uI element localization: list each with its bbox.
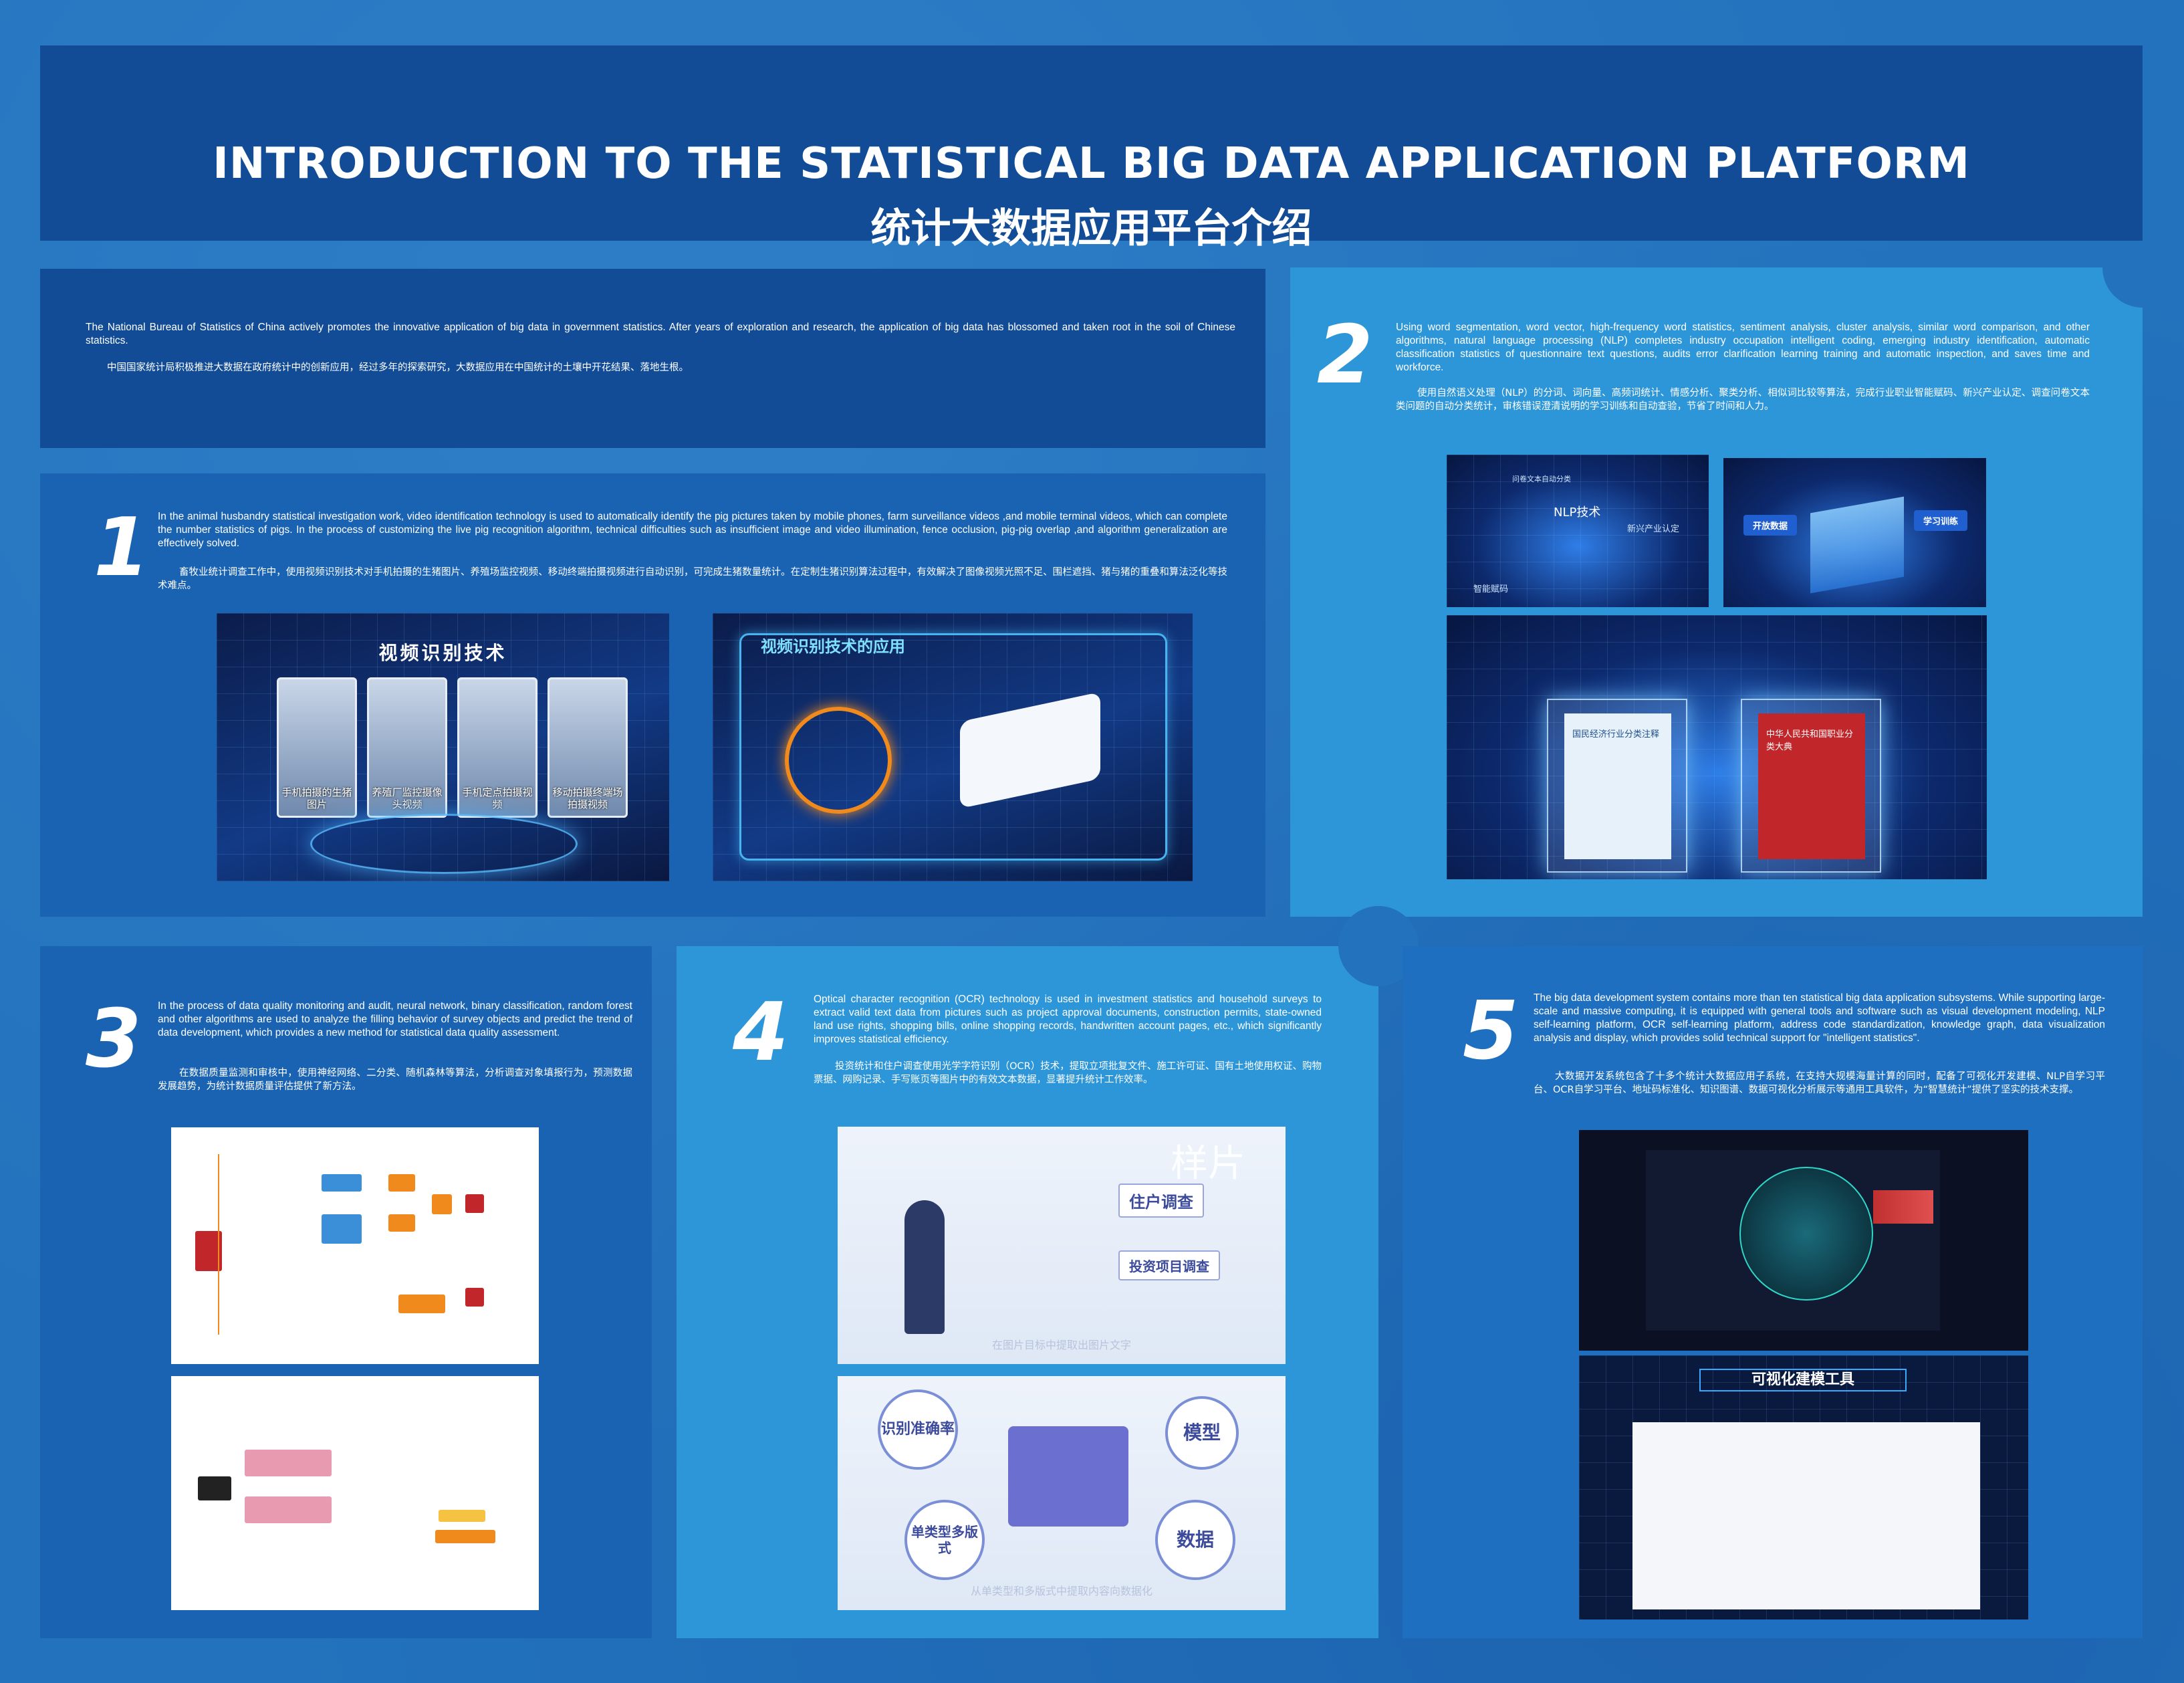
- glow-ring: [310, 814, 578, 874]
- intro-chinese: 中国国家统计局积极推进大数据在政府统计中的创新应用，经过多年的探索研究，大数据应…: [107, 362, 689, 373]
- card-label: 移动拍摄终端场拍摄视频: [552, 786, 623, 810]
- video-recognition-title: 视频识别技术: [378, 642, 507, 664]
- label-investment-survey: 投资项目调查: [1118, 1250, 1220, 1280]
- ocr-survey-image: 样片 住户调查 投资项目调查 在图片目标中提取出图片文字: [838, 1127, 1286, 1364]
- section-2-panel: 2 Using word segmentation, word vector, …: [1290, 267, 2143, 917]
- output-node: [398, 1295, 445, 1313]
- output-node: [388, 1174, 415, 1192]
- book-occupation: 中华人民共和国职业分类大典: [1758, 713, 1865, 859]
- section-number: 5: [1463, 985, 1519, 1078]
- section-5-panel: 5 The big data development system contai…: [1403, 946, 2143, 1638]
- section-1-chinese: 畜牧业统计调查工作中，使用视频识别技术对手机拍摄的生猪图片、养殖场监控视频、移动…: [158, 567, 1227, 591]
- nlp-label: NLP技术: [1554, 506, 1601, 520]
- section-3-english: In the process of data quality monitorin…: [158, 1000, 632, 1038]
- section-number: 2: [1317, 309, 1373, 402]
- intro-panel: The National Bureau of Statistics of Chi…: [40, 269, 1265, 448]
- matrix-block: [245, 1496, 332, 1523]
- cube-label: 学习训练: [1914, 510, 1968, 531]
- modeling-tool-title: 可视化建模工具: [1699, 1369, 1907, 1391]
- photo-card: 养殖厂监控摄像头视频: [367, 677, 447, 818]
- input-node: [198, 1476, 231, 1500]
- section-number: 4: [733, 986, 789, 1079]
- card-label: 手机拍摄的生猪图片: [281, 786, 352, 810]
- card-label: 手机定点拍摄视频: [462, 786, 533, 810]
- monitor-graphic: [1008, 1426, 1128, 1527]
- intro-english: The National Bureau of Statistics of Chi…: [86, 322, 1235, 346]
- book-frame: 中华人民共和国职业分类大典: [1741, 699, 1881, 873]
- cube-label: 开放数据: [1743, 515, 1798, 536]
- badge-accuracy: 识别准确率: [878, 1389, 958, 1470]
- scan-ring: [785, 707, 892, 814]
- section-1-english: In the animal husbandry statistical inve…: [158, 511, 1227, 549]
- section-3-chinese: 在数据质量监测和审核中，使用神经网络、二分类、随机森林等算法，分析调查对象填报行…: [158, 1068, 632, 1092]
- badge-data: 数据: [1155, 1500, 1235, 1580]
- data-cube: [1810, 496, 1904, 594]
- caption: 在图片目标中提取出图片文字: [991, 1339, 1131, 1351]
- result-node: [439, 1510, 485, 1522]
- section-2-chinese: 使用自然语义处理（NLP）的分词、词向量、高频词统计、情感分析、聚类分析、相似词…: [1396, 388, 2090, 412]
- process-node: [322, 1214, 362, 1244]
- output-node: [388, 1214, 415, 1232]
- classification-books-image: 国民经济行业分类注释 中华人民共和国职业分类大典: [1447, 615, 1987, 879]
- badge-model: 模型: [1165, 1396, 1239, 1470]
- globe-graphic: [1739, 1167, 1873, 1301]
- result-node: [435, 1530, 495, 1543]
- data-cube-image: 开放数据 学习训练: [1723, 458, 1986, 607]
- section-5-chinese: 大数据开发系统包含了十多个统计大数据应用子系统，在支持大规模海量计算的同时，配备…: [1534, 1071, 2105, 1095]
- nlp-sub-label: 问卷文本自动分类: [1512, 475, 1571, 483]
- neural-network-diagram: [171, 1127, 539, 1364]
- book-industry: 国民经济行业分类注释: [1564, 713, 1671, 859]
- badge-multi-format: 单类型多版式: [904, 1500, 985, 1580]
- nlp-tech-image: NLP技术 智能赋码 新兴产业认定 问卷文本自动分类: [1447, 455, 1709, 607]
- nlp-sub-label: 新兴产业认定: [1627, 524, 1680, 534]
- photo-card: 移动拍摄终端场拍摄视频: [548, 677, 628, 818]
- section-2-english: Using word segmentation, word vector, hi…: [1396, 322, 2090, 373]
- input-node: [195, 1231, 222, 1271]
- title-english: INTRODUCTION TO THE STATISTICAL BIG DATA…: [213, 139, 1970, 189]
- chart-graphic: [1873, 1190, 1933, 1224]
- section-4-panel: 4 Optical character recognition (OCR) te…: [677, 906, 1419, 1638]
- section-1-panel: 1 In the animal husbandry statistical in…: [40, 473, 1265, 917]
- presenter-figure: [904, 1200, 945, 1334]
- visual-modeling-image: 可视化建模工具: [1579, 1355, 2028, 1619]
- watermark: 样片: [1171, 1142, 1245, 1186]
- section-number: 1: [94, 501, 150, 594]
- section-3-panel: 3 In the process of data quality monitor…: [40, 946, 652, 1638]
- hud-frame: [739, 633, 1167, 861]
- ocr-model-image: 识别准确率 模型 单类型多版式 数据 从单类型和多版式中提取内容向数据化: [838, 1376, 1286, 1610]
- process-node: [322, 1174, 362, 1192]
- modeling-canvas: [1632, 1422, 1980, 1609]
- section-5-english: The big data development system contains…: [1534, 992, 2105, 1044]
- title-banner: INTRODUCTION TO THE STATISTICAL BIG DATA…: [40, 45, 2143, 252]
- output-node: [432, 1194, 452, 1214]
- random-forest-diagram: [171, 1376, 539, 1610]
- nlp-sub-label: 智能赋码: [1473, 584, 1509, 594]
- video-recognition-app-image: 视频识别技术的应用: [713, 613, 1193, 881]
- big-data-dashboard-image: [1579, 1130, 2028, 1351]
- section-4-chinese: 投资统计和住户调查使用光学字符识别（OCR）技术，提取立项批复文件、施工许可证、…: [814, 1061, 1322, 1085]
- photo-card: 手机定点拍摄视频: [457, 677, 537, 818]
- section-4-english: Optical character recognition (OCR) tech…: [814, 994, 1322, 1045]
- result-node: [465, 1194, 484, 1213]
- video-recognition-image: 视频识别技术 手机拍摄的生猪图片 养殖厂监控摄像头视频 手机定点拍摄视频 移动拍…: [217, 613, 669, 881]
- card-label: 养殖厂监控摄像头视频: [372, 786, 443, 810]
- caption: 从单类型和多版式中提取内容向数据化: [970, 1585, 1152, 1597]
- flow-line: [218, 1154, 278, 1335]
- title-chinese: 统计大数据应用平台介绍: [870, 205, 1312, 252]
- section-number: 3: [86, 993, 142, 1086]
- photo-card: 手机拍摄的生猪图片: [277, 677, 357, 818]
- matrix-block: [245, 1450, 332, 1476]
- result-node: [465, 1288, 484, 1307]
- book-frame: 国民经济行业分类注释: [1547, 699, 1687, 873]
- label-household-survey: 住户调查: [1118, 1184, 1204, 1218]
- app-title: 视频识别技术的应用: [761, 637, 905, 656]
